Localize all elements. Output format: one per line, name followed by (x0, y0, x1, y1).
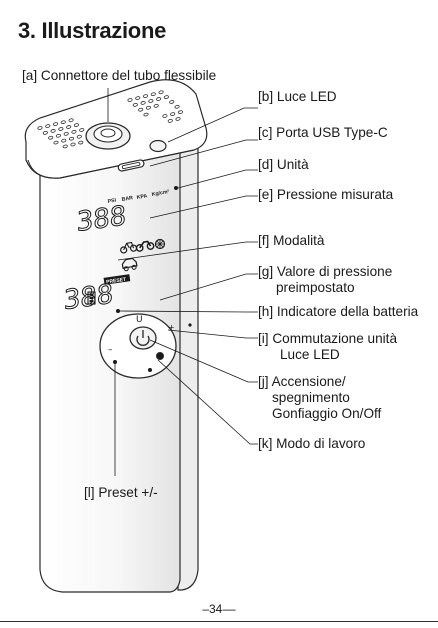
label-unit: [d] Unità (258, 157, 309, 173)
label-measured-pressure: [e] Pressione misurata (258, 187, 393, 203)
label-preset-value-line1: [g] Valore di pressione (258, 264, 392, 280)
label-preset-value-line2: preimpostato (258, 280, 392, 296)
label-hose-connector: [a] Connettore del tubo flessibile (22, 68, 216, 84)
ball-icon (156, 240, 165, 249)
label-usb-port: [c] Porta USB Type-C (258, 125, 388, 141)
bottom-rule (0, 621, 438, 622)
label-preset-plus-minus: [l] Preset +/- (84, 485, 158, 501)
label-power-line1: [j] Accensione/ (258, 374, 381, 390)
page-number: –34–– (0, 602, 438, 616)
hose-connector (86, 123, 130, 149)
label-power-line3: Gonfiaggio On/Off (258, 406, 381, 422)
work-mode-button (157, 353, 164, 360)
led-light (150, 141, 166, 152)
label-unit-switch-line2: Luce LED (258, 347, 397, 363)
unit-switch-glyph: U (136, 315, 143, 325)
label-led-light: [b] Luce LED (258, 89, 337, 105)
label-battery-indicator: [h] Indicatore della batteria (258, 304, 418, 320)
label-mode: [f] Modalità (258, 233, 325, 249)
label-unit-switch: [i] Commutazione unità Luce LED (258, 331, 397, 363)
label-work-mode: [k] Modo di lavoro (258, 436, 365, 452)
label-power-line2: spegnimento (258, 390, 381, 406)
label-power: [j] Accensione/ spegnimento Gonfiaggio O… (258, 374, 381, 422)
minus-glyph: – (108, 345, 113, 355)
label-unit-switch-line1: [i] Commutazione unità (258, 331, 397, 347)
label-preset-value: [g] Valore di pressione preimpostato (258, 264, 392, 296)
